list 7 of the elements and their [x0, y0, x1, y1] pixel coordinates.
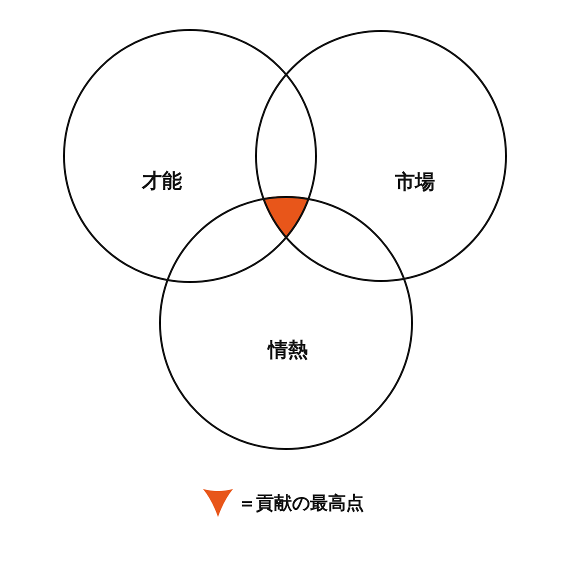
circle-label: 市場	[395, 168, 435, 196]
circle-label: 情熱	[268, 336, 308, 364]
circle	[159, 196, 413, 450]
legend-label: ＝貢献の最高点	[238, 492, 364, 515]
circle	[63, 29, 317, 283]
circle-label: 才能	[142, 168, 182, 194]
circle	[255, 30, 507, 282]
